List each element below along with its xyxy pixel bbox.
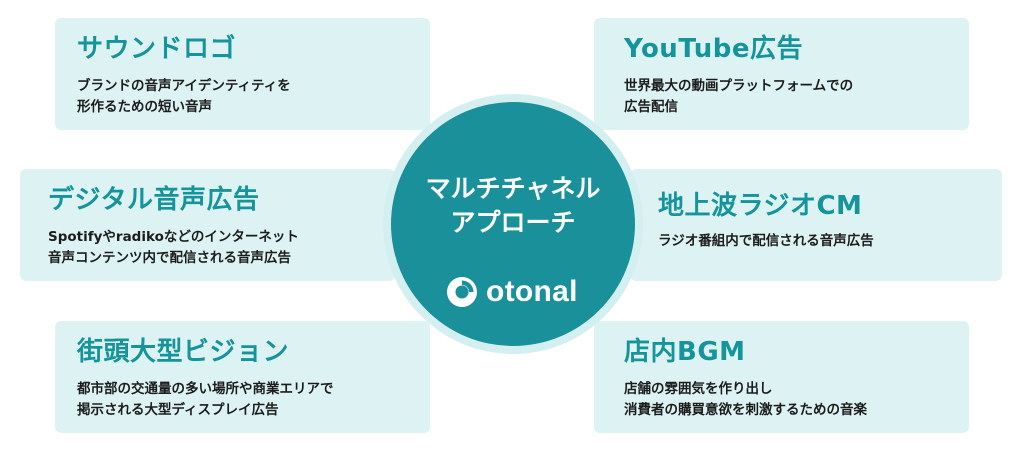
card-description: ブランドの音声アイデンティティを 形作るための短い音声 [77, 76, 291, 118]
card-description-line: 世界最大の動画プラットフォームでの [624, 78, 854, 94]
card-street-vision: 街頭大型ビジョン 都市部の交通量の多い場所や商業エリアで 掲示される大型ディスプ… [55, 321, 430, 433]
card-digital-audio: デジタル音声広告 Spotifyやradikoなどのインターネット 音声コンテン… [20, 169, 395, 281]
card-title: 店内BGM [624, 337, 746, 367]
card-description: 店舗の雰囲気を作り出し 消費者の購買意欲を刺激するための音楽 [624, 379, 867, 421]
card-title: サウンドロゴ [77, 34, 237, 64]
card-youtube-ads: YouTube広告 世界最大の動画プラットフォームでの 広告配信 [594, 18, 969, 130]
card-title: 街頭大型ビジョン [77, 337, 290, 367]
card-description-line: Spotifyやradikoなどのインターネット [48, 229, 299, 245]
card-title: YouTube広告 [624, 34, 803, 64]
hub-title: マルチチャネル アプローチ [391, 172, 635, 240]
card-description: 世界最大の動画プラットフォームでの 広告配信 [624, 76, 853, 118]
card-description-line: 都市部の交通量の多い場所や商業エリアで [77, 381, 334, 397]
card-in-store-bgm: 店内BGM 店舗の雰囲気を作り出し 消費者の購買意欲を刺激するための音楽 [594, 321, 969, 433]
card-description-line: 掲示される大型ディスプレイ広告 [77, 402, 279, 418]
card-title: デジタル音声広告 [48, 185, 260, 215]
card-description-line: 広告配信 [624, 99, 678, 115]
card-title: 地上波ラジオCM [658, 191, 863, 221]
card-description-line: 音声コンテンツ内で配信される音声広告 [48, 250, 291, 266]
card-description-line: 消費者の購買意欲を刺激するための音楽 [624, 402, 867, 418]
card-description: Spotifyやradikoなどのインターネット 音声コンテンツ内で配信される音… [48, 227, 299, 269]
card-radio-cm: 地上波ラジオCM ラジオ番組内で配信される音声広告 [630, 169, 1002, 281]
hub-title-line: アプローチ [450, 208, 576, 237]
hub-circle: マルチチャネル アプローチ otonal [391, 102, 635, 346]
hub-title-line: マルチチャネル [425, 174, 601, 203]
brand-logo: otonal [446, 274, 586, 312]
otonal-logo-icon [447, 277, 477, 307]
card-description-line: ラジオ番組内で配信される音声広告 [658, 233, 874, 249]
card-description-line: 店舗の雰囲気を作り出し [624, 381, 773, 397]
card-sound-logo: サウンドロゴ ブランドの音声アイデンティティを 形作るための短い音声 [55, 18, 430, 130]
card-description-line: 形作るための短い音声 [77, 99, 212, 115]
brand-name: otonal [486, 275, 578, 308]
card-description-line: ブランドの音声アイデンティティを [77, 78, 291, 94]
card-description: ラジオ番組内で配信される音声広告 [658, 231, 874, 252]
card-description: 都市部の交通量の多い場所や商業エリアで 掲示される大型ディスプレイ広告 [77, 379, 334, 421]
